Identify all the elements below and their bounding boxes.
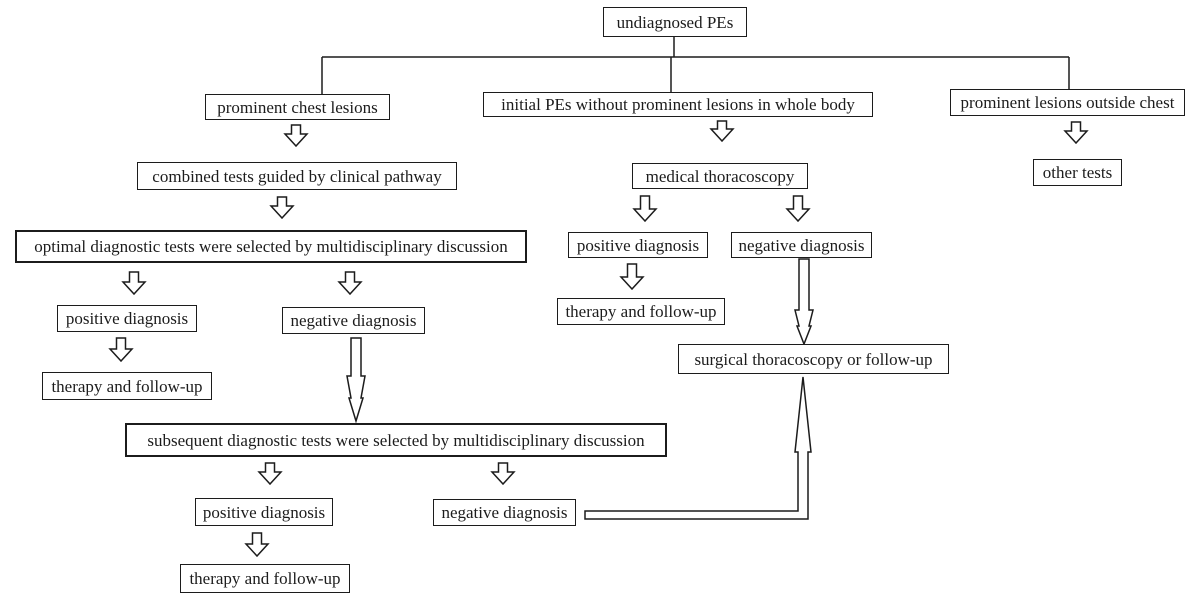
node-positive-diagnosis-mid: positive diagnosis [568, 232, 708, 258]
node-optimal-diagnostic-tests: optimal diagnostic tests were selected b… [15, 230, 527, 263]
down-arrow-icon-subsequent-to-negative [490, 462, 516, 486]
node-positive-diagnosis-bottom: positive diagnosis [195, 498, 333, 526]
down-arrow-icon-outside-to-other-tests [1063, 121, 1089, 145]
down-arrow-icon-subsequent-to-positive [257, 462, 283, 486]
node-negative-diagnosis-left: negative diagnosis [282, 307, 425, 334]
node-initial-pes-without-lesions: initial PEs without prominent lesions in… [483, 92, 873, 117]
long-down-arrow-icon-negative-mid-to-surgical [794, 258, 814, 347]
elbow-up-arrow-icon-negative-bottom-to-surgical [584, 376, 812, 520]
down-arrow-icon-positive-left-to-therapy [108, 337, 134, 363]
down-arrow-icon-initial-to-thoracoscopy [709, 120, 735, 143]
node-other-tests: other tests [1033, 159, 1122, 186]
down-arrow-icon-combined-to-optimal [269, 196, 295, 220]
down-arrow-icon-optimal-to-positive [121, 271, 147, 296]
node-subsequent-diagnostic-tests: subsequent diagnostic tests were selecte… [125, 423, 667, 457]
node-negative-diagnosis-bottom: negative diagnosis [433, 499, 576, 526]
down-arrow-icon-thoracoscopy-to-negative [785, 195, 811, 223]
node-therapy-left: therapy and follow-up [42, 372, 212, 400]
node-combined-tests: combined tests guided by clinical pathwa… [137, 162, 457, 190]
down-arrow-icon-optimal-to-negative [337, 271, 363, 296]
down-arrow-icon-chest-to-combined [283, 124, 309, 148]
down-arrow-icon-positive-bottom-to-therapy [244, 532, 270, 558]
node-prominent-lesions-outside-chest: prominent lesions outside chest [950, 89, 1185, 116]
node-surgical-thoracoscopy: surgical thoracoscopy or follow-up [678, 344, 949, 374]
node-therapy-mid: therapy and follow-up [557, 298, 725, 325]
node-therapy-bottom: therapy and follow-up [180, 564, 350, 593]
node-medical-thoracoscopy: medical thoracoscopy [632, 163, 808, 189]
node-prominent-chest-lesions: prominent chest lesions [205, 94, 390, 120]
node-negative-diagnosis-mid: negative diagnosis [731, 232, 872, 258]
node-positive-diagnosis-left: positive diagnosis [57, 305, 197, 332]
down-arrow-icon-positive-mid-to-therapy [619, 263, 645, 291]
down-arrow-icon-thoracoscopy-to-positive [632, 195, 658, 223]
long-down-arrow-icon-negative-left-to-subsequent [346, 337, 366, 424]
node-undiagnosed-pes: undiagnosed PEs [603, 7, 747, 37]
